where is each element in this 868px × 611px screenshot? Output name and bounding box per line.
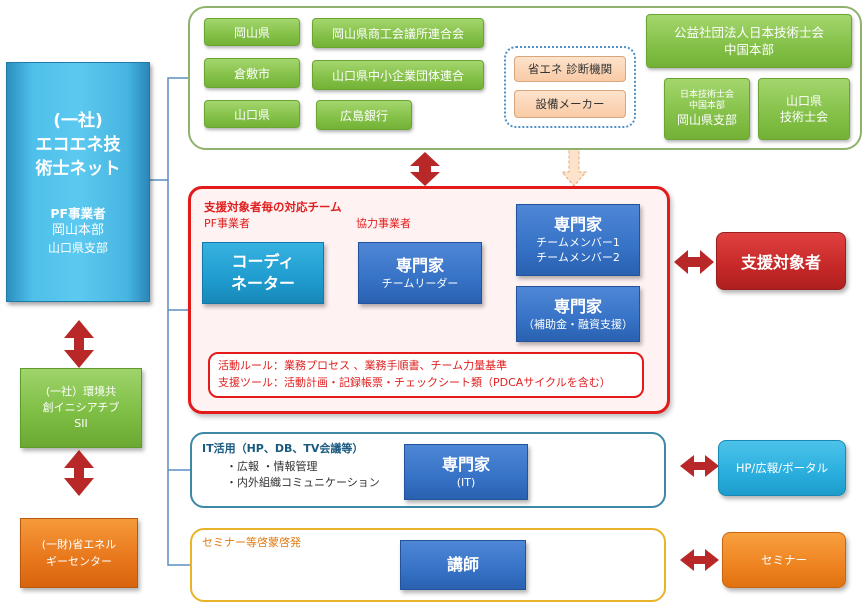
ecoene-network-box: (一社) エコエネ技 術士ネット PF事業者 岡山本部 山口県支部 — [6, 62, 150, 302]
expert-subsidy-box: 専門家 （補助金・融資支援） — [516, 286, 640, 342]
hiroshima-bank-label: 広島銀行 — [339, 108, 388, 123]
sii-line-1: (一社）環境共 — [45, 385, 117, 398]
sii-line-3: SII — [74, 417, 88, 430]
seminar-title: セミナー等啓蒙啓発 — [202, 536, 301, 549]
ipej-okayama-line-2: 中国本部 — [688, 101, 725, 111]
expert-subsidy-title: 専門家 — [553, 296, 602, 316]
ecoene-title-2: エコエネ技 — [35, 134, 121, 155]
ipej-chugoku-box: 公益社団法人日本技術士会 中国本部 — [646, 14, 852, 68]
lecturer-box: 講師 — [400, 540, 526, 590]
yamaguchi-pe-box: 山口県 技術士会 — [758, 78, 850, 140]
it-item-2: ・内外組織コミュニケーション — [226, 476, 380, 489]
eccj-line-1: (一財)省エネル — [41, 538, 117, 551]
coordinator-line-1: コーディ — [231, 252, 295, 271]
ipej-line-2: 中国本部 — [723, 42, 774, 57]
expert-it-sub: (IT) — [456, 475, 476, 489]
rules-line-1: 活動ルール：業務プロセス 、業務手順書、チーム力量基準 — [218, 359, 508, 372]
ipej-okayama-box: 日本技術士会 中国本部 岡山県支部 — [664, 78, 750, 140]
it-title: IT活用（HP、DB、TV会議等） — [202, 442, 364, 455]
team-pf-label: PF事業者 — [204, 217, 250, 230]
seminar-label: セミナー — [761, 553, 807, 567]
seminar-box: セミナー — [722, 532, 846, 588]
rules-line-2: 支援ツール：活動計画・記録帳票・チェックシート類（PDCAサイクルを含む） — [218, 376, 611, 389]
yamaguchi-pe-line-2: 技術士会 — [779, 110, 828, 124]
coordinator-line-2: ネーター — [230, 274, 295, 293]
kurashiki-box: 倉敷市 — [204, 58, 300, 88]
yamaguchi-pref-label: 山口県 — [233, 107, 270, 122]
expert-leader-box: 専門家 チームリーダー — [358, 242, 482, 304]
it-item-1: ・広報 ・情報管理 — [226, 460, 318, 473]
yamaguchi-pref-box: 山口県 — [204, 100, 300, 128]
lecturer-label: 講師 — [446, 555, 479, 574]
team-title: 支援対象者毎の対応チーム — [204, 200, 342, 214]
maker-box: 設備メーカー — [514, 90, 626, 118]
ecoene-hq: 岡山本部 — [51, 222, 104, 238]
expert-members-title: 専門家 — [553, 215, 602, 234]
okayama-chamber-box: 岡山県商工会議所連合会 — [312, 18, 484, 48]
expert-member-2: チームメンバー2 — [536, 251, 620, 264]
coordinator-box: コーディ ネーター — [202, 242, 324, 304]
ecoene-pf: PF事業者 — [50, 205, 106, 221]
hiroshima-bank-box: 広島銀行 — [316, 100, 412, 130]
diagnosis-box: 省エネ 診断機関 — [514, 56, 626, 82]
support-target-box: 支援対象者 — [716, 232, 846, 290]
expert-member-1: チームメンバー1 — [536, 236, 620, 249]
kurashiki-label: 倉敷市 — [233, 66, 270, 81]
ipej-line-1: 公益社団法人日本技術士会 — [673, 25, 824, 40]
okayama-pref-label: 岡山県 — [233, 25, 270, 40]
yamaguchi-pe-line-1: 山口県 — [785, 94, 822, 108]
yamaguchi-sme-box: 山口県中小企業団体連合 — [312, 60, 484, 90]
expert-leader-title: 専門家 — [395, 255, 444, 275]
ipej-okayama-line-3: 岡山県支部 — [676, 113, 737, 127]
expert-it-box: 専門家 (IT) — [404, 444, 528, 500]
ipej-okayama-line-1: 日本技術士会 — [679, 90, 734, 100]
expert-leader-sub: チームリーダー — [381, 276, 459, 290]
support-target-label: 支援対象者 — [740, 253, 821, 272]
eccj-box: (一財)省エネル ギーセンター — [20, 518, 138, 588]
expert-it-title: 専門家 — [441, 454, 490, 474]
ecoene-title-1: (一社) — [53, 110, 103, 131]
diagnosis-label: 省エネ 診断機関 — [527, 62, 613, 76]
portal-label: HP/広報/ポータル — [735, 461, 829, 475]
okayama-pref-box: 岡山県 — [204, 18, 300, 46]
sii-line-2: 創イニシアチブ — [42, 401, 120, 414]
ecoene-title-3: 術士ネット — [35, 158, 121, 179]
rules-box: 活動ルール：業務プロセス 、業務手順書、チーム力量基準 支援ツール：活動計画・記… — [208, 352, 644, 398]
yamaguchi-sme-label: 山口県中小企業団体連合 — [331, 68, 464, 83]
eccj-line-2: ギーセンター — [46, 555, 112, 568]
expert-members-box: 専門家 チームメンバー1 チームメンバー2 — [516, 204, 640, 276]
ecoene-branch: 山口県支部 — [47, 240, 108, 255]
expert-subsidy-sub: （補助金・融資支援） — [523, 317, 633, 331]
portal-box: HP/広報/ポータル — [718, 440, 846, 496]
maker-label: 設備メーカー — [535, 97, 605, 111]
team-partner-label: 協力事業者 — [356, 217, 411, 230]
okayama-chamber-label: 岡山県商工会議所連合会 — [331, 26, 464, 41]
sii-box: (一社）環境共 創イニシアチブ SII — [20, 368, 142, 448]
